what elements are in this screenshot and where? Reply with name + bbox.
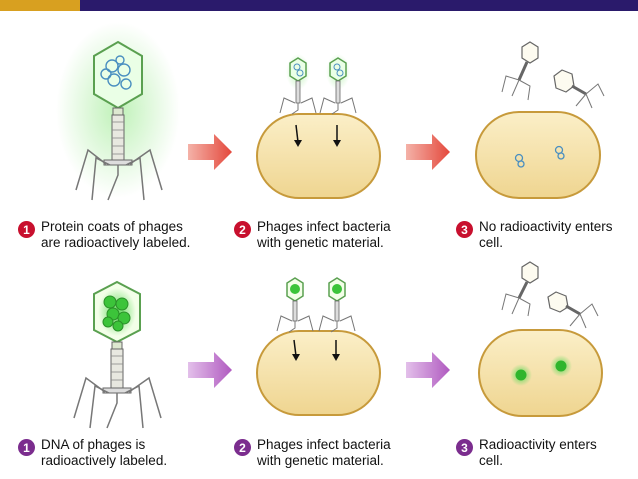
phage-ghost-bottom-a — [501, 261, 539, 317]
step-badge: 2 — [234, 439, 251, 456]
caption-line: Phages infect bacteria — [257, 437, 391, 452]
step-badge: 3 — [456, 439, 473, 456]
phage-small-bottom-a — [276, 277, 314, 333]
caption-line: DNA of phages is — [41, 437, 146, 452]
phage-small-top-b — [319, 54, 357, 115]
bacterium-bottom-result — [478, 329, 603, 417]
caption-line: radioactively labeled. — [41, 453, 168, 468]
phage-small-top-a — [279, 54, 317, 115]
phage-small-bottom-b — [318, 277, 356, 333]
caption-line: with genetic material. — [257, 453, 384, 468]
caption-line: Phages infect bacteria — [257, 219, 391, 234]
arrow-top-1 — [188, 134, 232, 170]
arrow-top-2 — [406, 134, 450, 170]
caption-line: cell. — [479, 235, 504, 250]
caption-line: are radioactively labeled. — [41, 235, 191, 250]
phage-dna-labeled — [73, 280, 162, 429]
caption-line: Radioactivity enters — [479, 437, 597, 452]
step-badge: 1 — [18, 221, 35, 238]
caption-line: Protein coats of phages — [41, 219, 183, 234]
caption-line: cell. — [479, 453, 504, 468]
caption-line: with genetic material. — [257, 235, 384, 250]
phage-protein-labeled — [56, 22, 180, 201]
top-banner — [0, 0, 638, 11]
phage-ghost-bottom-b — [547, 291, 599, 329]
step-badge: 2 — [234, 221, 251, 238]
phage-ghost-top-a — [501, 41, 539, 101]
bacterium-top-infected — [256, 113, 381, 199]
step-badge: 1 — [18, 439, 35, 456]
arrow-bottom-2 — [406, 352, 450, 388]
top-banner-accent — [0, 0, 80, 11]
caption-line: No radioactivity enters — [479, 219, 613, 234]
arrow-bottom-1 — [188, 352, 232, 388]
bacterium-top-result — [475, 111, 601, 199]
step-badge: 3 — [456, 221, 473, 238]
bacterium-bottom-infected — [256, 330, 381, 416]
phage-ghost-top-b — [553, 69, 605, 109]
